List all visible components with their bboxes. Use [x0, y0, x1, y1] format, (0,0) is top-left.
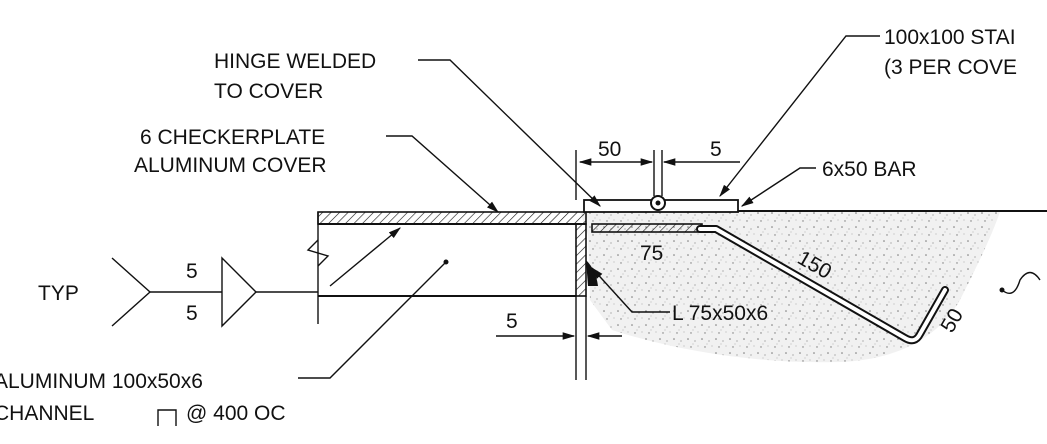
angle-label: L 75x50x6: [672, 302, 768, 325]
cover-label-line2: ALUMINUM COVER: [134, 154, 327, 177]
leader-bar: [740, 167, 816, 207]
channel-label-line1: ALUMINUM 100x50x6: [0, 370, 203, 393]
stake-label-line2: (3 PER COVE: [884, 56, 1017, 79]
dim-5-bottom: 5: [506, 310, 518, 333]
hinge-pin-icon: [655, 200, 661, 206]
stake-rod-inner: [698, 227, 947, 343]
channel-section-icon: [157, 409, 177, 426]
checkerplate-cover: [317, 211, 587, 225]
dim-5-top: 5: [710, 138, 722, 161]
channel-label-line2b: @ 400 OC: [186, 402, 286, 425]
dim-75: 75: [640, 242, 663, 265]
channel-label-line2a: CHANNEL: [0, 402, 94, 425]
cover-label-line1: 6 CHECKERPLATE: [140, 126, 325, 149]
weld-symbol-fillet-icon: [221, 256, 257, 328]
leader-angle: [591, 267, 670, 313]
weld-symbol-tail-icon: [111, 257, 152, 327]
angle-horizontal-leg: [591, 223, 703, 233]
squiggle-dot-icon: [999, 287, 1005, 293]
leader-stake: [719, 35, 880, 197]
stake-label-line1: 100x100 STAI: [884, 26, 1016, 49]
bar-label: 6x50 BAR: [822, 158, 917, 181]
squiggle-icon: [1001, 271, 1041, 294]
leader-cover: [386, 135, 499, 213]
leader-channel-dot-icon: [443, 259, 449, 265]
leader-cover-under: [329, 227, 401, 287]
leader-hinge: [418, 59, 601, 207]
leader-channel: [298, 261, 447, 379]
break-line-icon: [306, 239, 330, 267]
weld-size-top: 5: [186, 260, 198, 283]
typ-label: TYP: [38, 282, 79, 305]
weld-size-bottom: 5: [186, 302, 198, 325]
angle-vertical-leg: [575, 223, 587, 297]
concrete-area: [580, 212, 1000, 363]
hinge-label-line1: HINGE WELDED: [214, 50, 376, 73]
dim-50: 50: [598, 138, 621, 161]
hinge-label-line2: TO COVER: [214, 80, 323, 103]
